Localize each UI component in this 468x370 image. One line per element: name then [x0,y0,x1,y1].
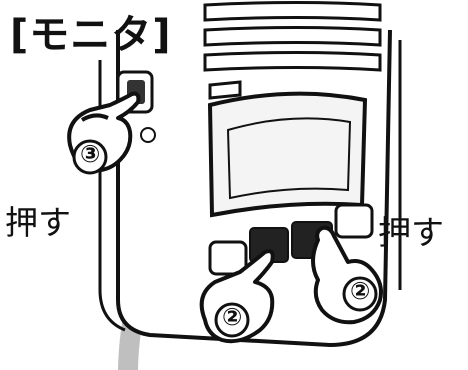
step-marker-2-left [214,302,250,338]
step-number-3: ③ [80,140,101,168]
press-label-left: 押す [5,203,71,242]
step-number-2-left: ② [222,303,243,331]
step-number-2-right: ② [350,277,371,305]
press-label-right: 押す [378,213,444,252]
step-marker-3 [72,139,108,175]
step-marker-2-right [342,276,378,312]
diagram-title: [モニタ] [10,12,172,58]
speaker-grille [203,1,382,100]
